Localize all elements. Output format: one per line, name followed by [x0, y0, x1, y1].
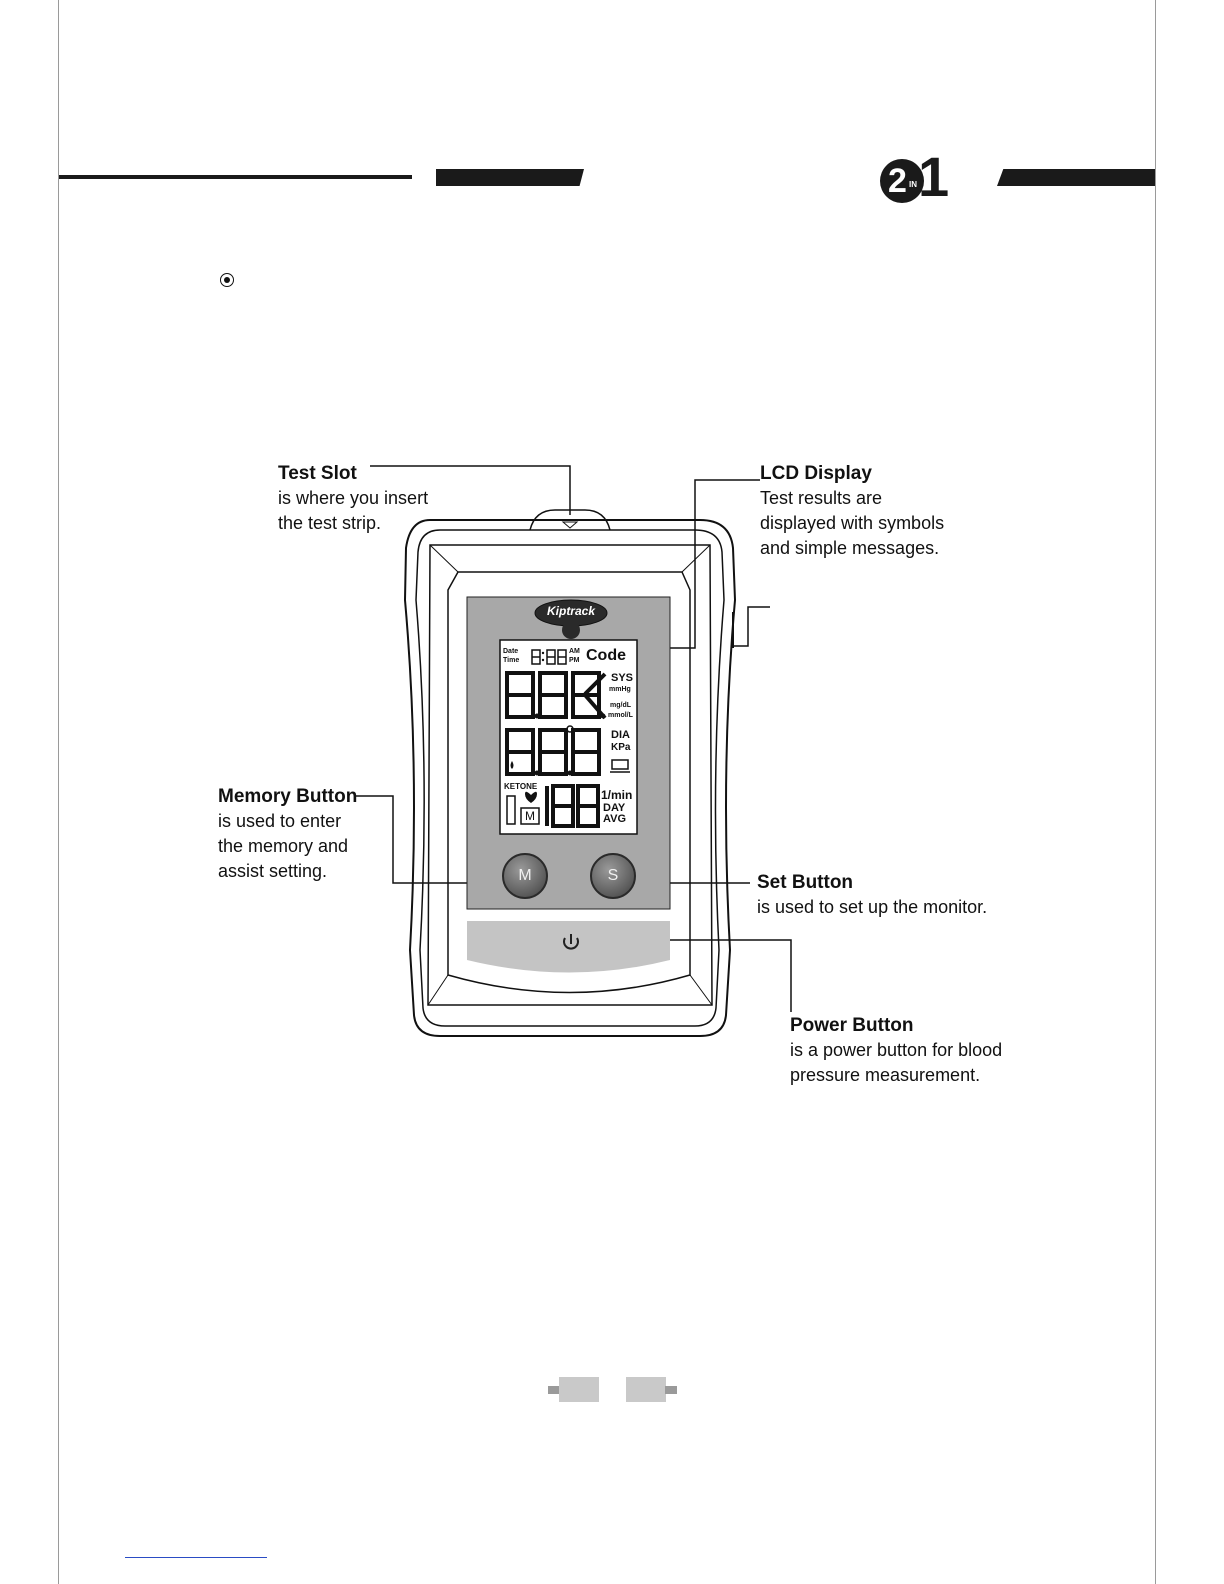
lcd-mmhg-label: mmHg — [609, 686, 631, 693]
test-slot-title: Test Slot — [278, 463, 357, 484]
lcd-time-label: Time — [503, 657, 520, 664]
lcd-code-label: Code — [586, 647, 626, 664]
power-button-text: is a power button for blood pressure mea… — [790, 1040, 1003, 1085]
lcd-dia-label: DIA — [611, 729, 630, 741]
memory-button-label: M — [518, 867, 532, 884]
power-button[interactable] — [556, 928, 586, 958]
lcd-memory-icon: M — [525, 809, 535, 823]
lcd-pm-label: PM — [569, 657, 580, 664]
logo-digit-one: 1 — [918, 145, 950, 208]
memory-button-text: is used to enter the memory and assist s… — [218, 811, 349, 881]
page-tab-left — [559, 1377, 599, 1402]
lcd-pulse-unit: 1/min — [601, 788, 633, 802]
set-button-text: is used to set up the monitor. — [757, 897, 988, 917]
memory-button-leader — [354, 795, 512, 884]
monitor-illustration — [403, 509, 737, 1037]
power-button-title: Power Button — [790, 1015, 914, 1036]
lcd-kpa-label: KPa — [611, 742, 631, 753]
test-slot-leader — [370, 465, 571, 515]
lcd-display-text: Test results are displayed with symbols … — [760, 488, 945, 558]
left-margin-line — [58, 0, 59, 1584]
side-port-leader — [733, 606, 770, 647]
lcd-am-label: AM — [569, 648, 580, 655]
power-button-callout: Power Button is a power button for blood… — [790, 1014, 1090, 1088]
device-logo-text: Kiptrack — [546, 604, 596, 618]
page-tab-right-nub — [665, 1386, 677, 1394]
logo-in-text: IN — [909, 180, 917, 189]
lcd-date-label: Date — [503, 648, 519, 655]
header-tab-right — [997, 169, 1155, 186]
page-tab-right — [626, 1377, 666, 1402]
header-tab-left — [436, 169, 584, 186]
test-slot-text: is where you insert the test strip. — [278, 488, 429, 533]
logo-digit-two: 2 — [888, 162, 907, 200]
set-button-label: S — [607, 867, 619, 884]
lcd-mgdl-label: mg/dL — [610, 702, 631, 709]
bullet-icon — [220, 273, 234, 287]
header-rule — [59, 175, 412, 179]
lcd-sys-label: SYS — [611, 672, 634, 684]
lcd-mmoll-label: mmol/L — [608, 712, 633, 719]
two-in-one-logo: 2 IN 1 — [880, 149, 949, 205]
memory-button-callout: Memory Button is used to enter the memor… — [218, 785, 398, 884]
lcd-display-callout: LCD Display Test results are displayed w… — [760, 462, 1020, 561]
set-button[interactable]: S — [590, 853, 636, 899]
lcd-display-title: LCD Display — [760, 463, 872, 484]
page-tab-left-nub — [548, 1386, 560, 1394]
lcd-ketone-label: KETONE — [504, 782, 538, 791]
lcd-day-label: DAY — [603, 802, 626, 814]
memory-button-title: Memory Button — [218, 786, 358, 807]
memory-button[interactable]: M — [502, 853, 548, 899]
set-button-title: Set Button — [757, 872, 854, 893]
set-button-callout: Set Button is used to set up the monitor… — [757, 871, 1057, 920]
test-slot-callout: Test Slot is where you insert the test s… — [278, 462, 498, 536]
right-margin-line — [1155, 0, 1156, 1584]
lcd-avg-label: AVG — [603, 813, 627, 825]
footer-underline — [125, 1557, 267, 1558]
